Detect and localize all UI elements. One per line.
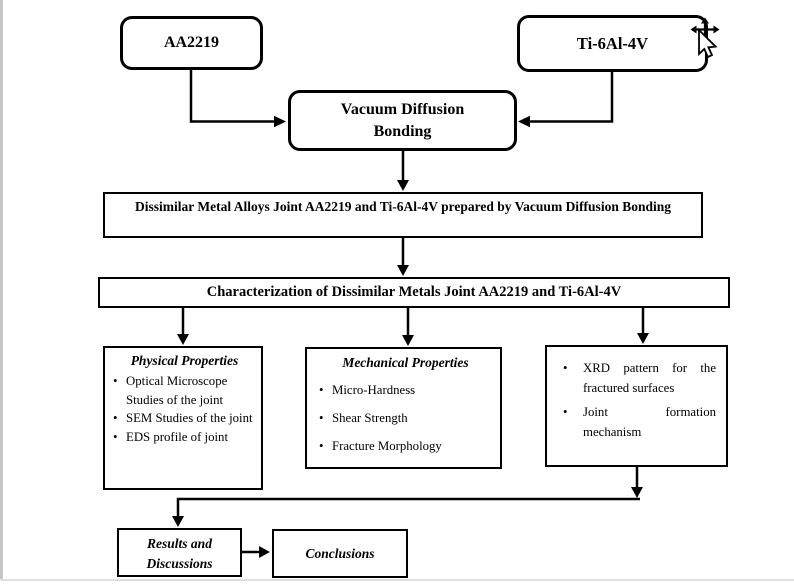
- list-item: Joint formation mechanism: [557, 402, 716, 442]
- move-right-arrowhead: [713, 25, 720, 34]
- arrow-results-to-conclusions: [242, 546, 270, 558]
- node-results-discussions-label: Results and Discussions: [146, 536, 213, 571]
- arrow-bonding-to-joint: [397, 151, 409, 191]
- arrow-characterization-to-xrd: [637, 308, 649, 344]
- list-item: EDS profile of joint: [113, 428, 256, 447]
- node-ti-6al-4v-label: Ti-6Al-4V: [576, 33, 649, 53]
- mechanical-properties-list: Micro-Hardness Shear Strength Fracture M…: [319, 381, 492, 456]
- list-item-text: XRD pattern for the fractured surfaces: [583, 361, 716, 395]
- arrow-xrd-to-junction: [631, 467, 643, 498]
- node-mechanical-properties[interactable]: Mechanical Properties Micro-Hardness She…: [305, 347, 502, 469]
- node-xrd-joint-analysis[interactable]: XRD pattern for the fractured surfaces J…: [545, 345, 728, 467]
- list-item-text: Optical Microscope Studies of the joint: [126, 374, 228, 407]
- list-item-text: SEM Studies of the joint: [126, 411, 253, 425]
- physical-properties-title: Physical Properties: [130, 353, 239, 368]
- list-item: Micro-Hardness: [319, 381, 492, 400]
- arrow-aa2219-to-bonding: [189, 70, 286, 128]
- list-item: XRD pattern for the fractured surfaces: [557, 358, 716, 398]
- node-dissimilar-joint-label: Dissimilar Metal Alloys Joint AA2219 and…: [135, 199, 671, 214]
- node-vacuum-diffusion-bonding-label: Vacuum Diffusion Bonding: [340, 100, 465, 140]
- physical-properties-list: Optical Microscope Studies of the joint …: [113, 372, 256, 446]
- list-item: SEM Studies of the joint: [113, 409, 256, 428]
- list-item-text: Shear Strength: [332, 411, 408, 425]
- node-conclusions[interactable]: Conclusions: [272, 529, 408, 578]
- arrow-ti6al4v-to-bonding: [518, 72, 614, 128]
- list-item: Shear Strength: [319, 409, 492, 428]
- node-characterization-label: Characterization of Dissimilar Metals Jo…: [206, 284, 622, 300]
- mechanical-properties-title: Mechanical Properties: [342, 355, 469, 370]
- list-item-text: Joint formation mechanism: [583, 405, 716, 439]
- page-edge-left: [0, 0, 3, 579]
- node-conclusions-label: Conclusions: [305, 546, 375, 561]
- arrow-characterization-to-mechanical: [402, 308, 414, 346]
- list-item-text: Micro-Hardness: [332, 383, 416, 397]
- node-aa2219[interactable]: AA2219: [120, 16, 263, 70]
- connector-junction-to-results: [172, 497, 640, 527]
- node-aa2219-label: AA2219: [163, 34, 220, 51]
- list-item: Fracture Morphology: [319, 437, 492, 456]
- node-results-discussions[interactable]: Results and Discussions: [117, 528, 242, 577]
- node-characterization[interactable]: Characterization of Dissimilar Metals Jo…: [98, 277, 730, 308]
- list-item: Optical Microscope Studies of the joint: [113, 372, 256, 409]
- page-edge-bottom: [0, 579, 794, 581]
- arrow-joint-to-characterization: [397, 238, 409, 276]
- node-vacuum-diffusion-bonding[interactable]: Vacuum Diffusion Bonding: [288, 90, 517, 151]
- arrow-characterization-to-physical: [177, 308, 189, 345]
- xrd-joint-analysis-list: XRD pattern for the fractured surfaces J…: [557, 358, 716, 442]
- list-item-text: EDS profile of joint: [126, 429, 229, 444]
- list-item-text: Fracture Morphology: [332, 439, 442, 453]
- node-physical-properties[interactable]: Physical Properties Optical Microscope S…: [103, 346, 263, 490]
- node-dissimilar-joint[interactable]: Dissimilar Metal Alloys Joint AA2219 and…: [103, 192, 703, 238]
- node-ti-6al-4v[interactable]: Ti-6Al-4V: [517, 15, 708, 72]
